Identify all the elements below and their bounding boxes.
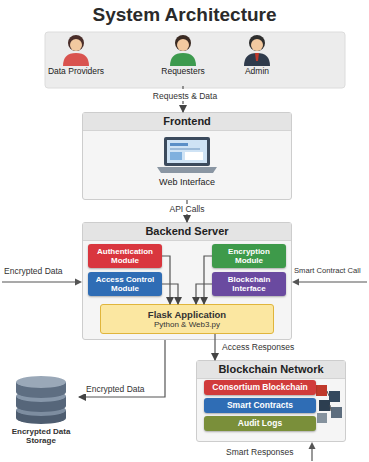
arrow-head (292, 279, 299, 286)
chain-box: Audit Logs (204, 416, 316, 431)
connector-arrow (79, 340, 165, 397)
flow-label: Encrypted Data (4, 266, 63, 276)
node-label: Blockchain Interface (215, 275, 283, 293)
person-icon (240, 34, 274, 66)
arrow-head (309, 442, 316, 449)
person-icon (59, 34, 93, 66)
connector-arrow (214, 334, 215, 360)
chain-box: Consortium Blockchain (204, 380, 316, 395)
frontend-panel: FrontendWeb Interface (82, 112, 292, 200)
connector-arrow (196, 284, 212, 304)
panel-header: Backend Server (83, 223, 291, 241)
block-cubes (314, 381, 344, 425)
backend-panel: Backend ServerAuthentication ModuleAcces… (82, 222, 292, 340)
response-arrow (311, 448, 312, 461)
node-label: Data Providers (48, 66, 104, 76)
app-title: Flask Application (148, 309, 226, 320)
chain-box: Smart Contracts (204, 398, 316, 413)
node-label: Access Control Module (91, 275, 159, 293)
blockchain-panel: Blockchain NetworkConsortium BlockchainS… (196, 360, 346, 442)
flow-label: Smart Contract Call (294, 266, 361, 275)
module-box: Encryption Module (212, 244, 286, 268)
module-box: Access Control Module (88, 272, 162, 296)
person-node: Data Providers (40, 34, 112, 86)
diagram-title: System Architecture (0, 4, 369, 26)
edge-label: Encrypted Data (84, 384, 147, 394)
panel-header: Frontend (83, 113, 291, 131)
input-arrow (298, 281, 367, 282)
connector-arrow (162, 256, 170, 304)
arrow-head (75, 279, 82, 286)
flow-label: Smart Responses (226, 447, 294, 457)
panel-header: Blockchain Network (197, 361, 345, 379)
edge-label: Requests & Data (151, 91, 219, 101)
node-label: Encrypted Data Storage (3, 427, 79, 445)
node-label: Audit Logs (238, 419, 282, 429)
person-icon (166, 34, 200, 66)
app-subtitle: Python & Web3.py (154, 320, 220, 330)
storage-node: Encrypted Data Storage (3, 370, 79, 460)
node-label: Admin (245, 66, 269, 76)
app-box: Flask ApplicationPython & Web3.py (100, 304, 274, 334)
user-band (45, 32, 345, 88)
node-label: Consortium Blockchain (212, 383, 307, 393)
person-node: Requesters (147, 34, 219, 86)
edge-label: API Calls (168, 204, 207, 214)
storage-cylinder (12, 372, 70, 424)
connector-arrow (162, 284, 178, 304)
module-box: Authentication Module (88, 244, 162, 268)
node-label: Encryption Module (215, 247, 283, 265)
panel-caption: Web Interface (83, 177, 291, 187)
node-label: Authentication Module (91, 247, 159, 265)
module-box: Blockchain Interface (212, 272, 286, 296)
laptop-icon (155, 135, 219, 175)
node-label: Requesters (161, 66, 204, 76)
connector-arrow (204, 256, 212, 304)
edge-label: Access Responses (220, 342, 296, 352)
person-node: Admin (226, 34, 288, 86)
node-label: Smart Contracts (227, 401, 293, 411)
input-arrow (2, 281, 76, 282)
